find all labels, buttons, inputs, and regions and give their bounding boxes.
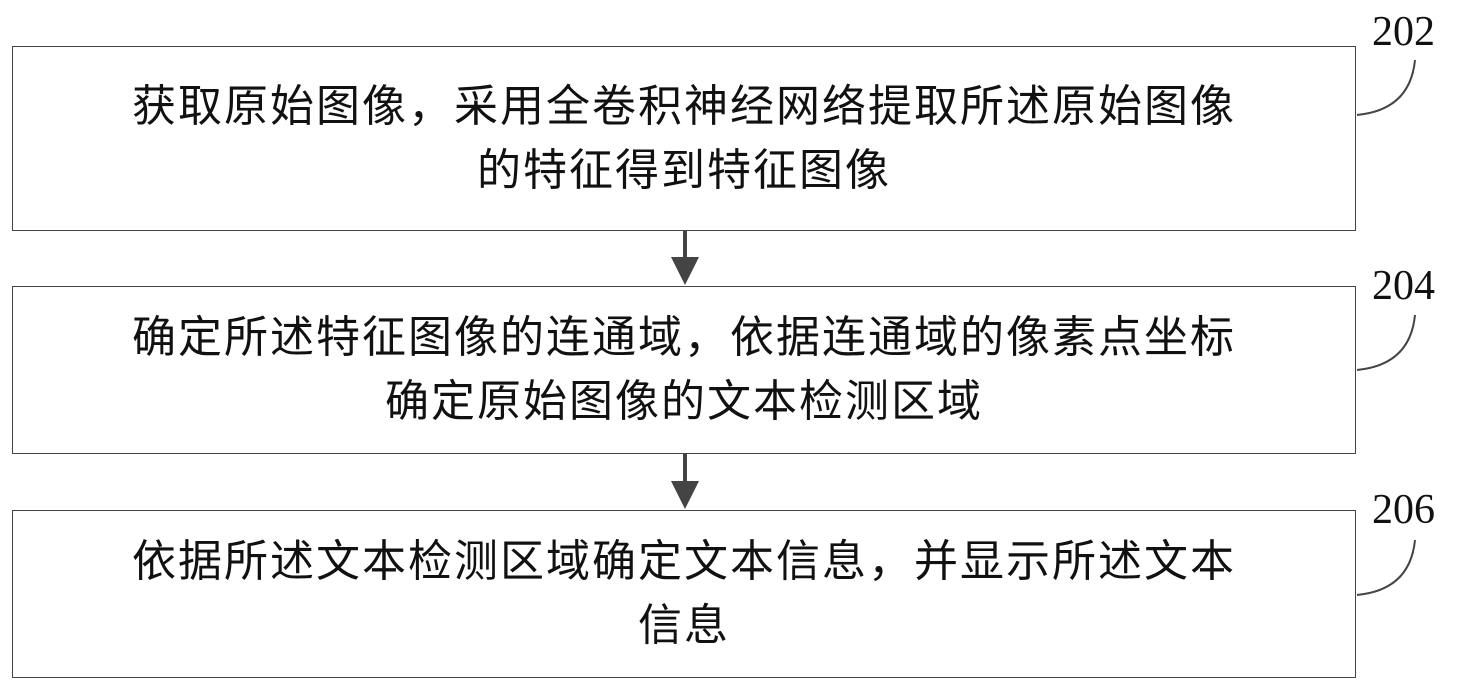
step-text-line: 获取原始图像，采用全卷积神经网络提取所述原始图像 — [132, 80, 1236, 132]
step-text-line: 的特征得到特征图像 — [477, 144, 891, 196]
leader-line-204 — [1356, 314, 1416, 371]
step-text-line: 依据所述文本检测区域确定文本信息，并显示所述文本 — [132, 536, 1236, 587]
step-text-line: 确定原始图像的文本检测区域 — [385, 376, 983, 427]
step-label-204: 204 — [1372, 263, 1435, 309]
step-label-206: 206 — [1372, 487, 1435, 533]
leader-line-202 — [1356, 59, 1416, 116]
arrow-down-icon — [671, 454, 699, 509]
step-box-206: 依据所述文本检测区域确定文本信息，并显示所述文本 信息 — [12, 510, 1356, 678]
arrow-down-icon — [671, 230, 699, 285]
step-text-line: 确定所述特征图像的连通域，依据连通域的像素点坐标 — [132, 312, 1236, 363]
step-box-204: 确定所述特征图像的连通域，依据连通域的像素点坐标 确定原始图像的文本检测区域 — [12, 286, 1356, 454]
leader-line-206 — [1356, 539, 1416, 596]
step-box-202: 获取原始图像，采用全卷积神经网络提取所述原始图像 的特征得到特征图像 — [12, 46, 1356, 231]
step-label-202: 202 — [1372, 9, 1435, 55]
step-text-line: 信息 — [638, 600, 730, 651]
